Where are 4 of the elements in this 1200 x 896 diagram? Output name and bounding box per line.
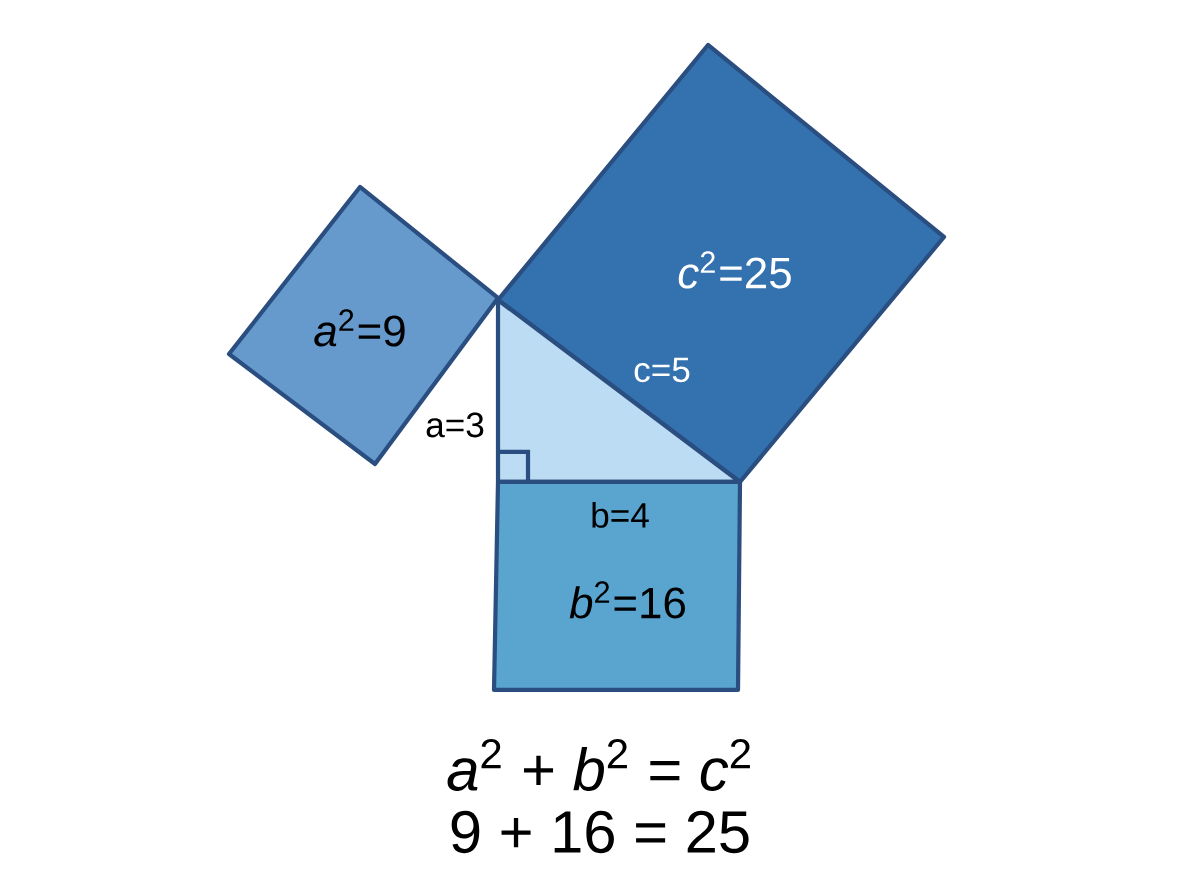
- side-label: c=5: [634, 357, 690, 383]
- side-label: a=3: [426, 412, 484, 438]
- side-label: b=4: [592, 502, 649, 528]
- equation: 9 + 16 = 25: [451, 810, 749, 854]
